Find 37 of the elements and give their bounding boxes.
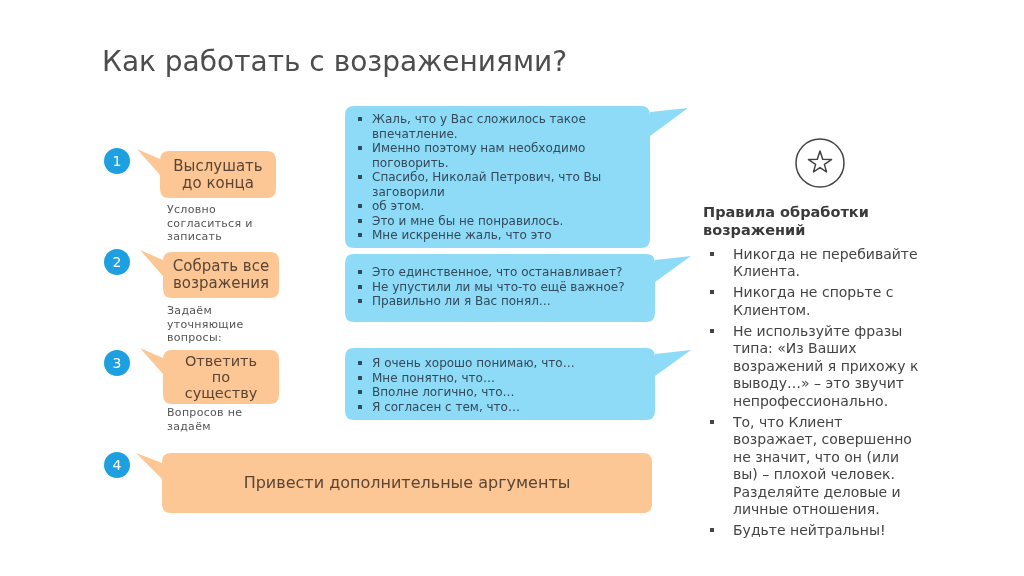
speech-bubble: [136, 453, 652, 513]
slide-title: Как работать с возражениями?: [102, 44, 568, 80]
step-number: 2: [104, 249, 130, 275]
speech-bubble: [345, 106, 688, 248]
rule-item: Будьте нейтральны!: [703, 522, 923, 540]
rule-item: Не используйте фразы типа: «Из Ваших возражений я прихожу к выводу…» – это звучит непрофессионально.: [703, 322, 923, 410]
phrase-item: Это и мне бы не понравилось.: [355, 213, 627, 228]
speech-bubble: [140, 250, 279, 298]
phrase-item: Вполне логично, что…: [355, 385, 650, 400]
step-number: 4: [104, 452, 130, 478]
step-note: Вопросов не задаём: [167, 406, 244, 433]
step-label: Ответить по существу: [183, 352, 259, 402]
step-label: Выслушать до конца: [172, 157, 264, 192]
step-label: Привести дополнительные аргументы: [243, 474, 571, 492]
rule-item: Никогда не перебивайте Клиента.: [703, 245, 923, 281]
step-number: 1: [104, 148, 130, 174]
rule-item: То, что Клиент возражает, совершенно не значит, что он (или вы) – плохой человек. Разделяйте деловые и личные отношения.: [703, 413, 923, 519]
speech-bubble: [345, 254, 691, 322]
step-note: Задаём уточняющие вопросы:: [167, 304, 245, 345]
step-number: 3: [104, 350, 130, 376]
phrase-item: Я согласен с тем, что…: [355, 399, 650, 414]
phrase-item: Не упустили ли мы что-то ещё важное?: [355, 279, 650, 294]
speech-bubble: [345, 348, 691, 420]
phrase-item: Мне понятно, что…: [355, 370, 650, 385]
speech-bubble: [140, 348, 279, 404]
rules-heading: Правила обработки возражений: [703, 203, 870, 239]
phrase-item: Это единственное, что останавливает?: [355, 265, 650, 280]
phrase-item: об этом.: [355, 199, 627, 214]
phrase-item: Я очень хорошо понимаю, что…: [355, 356, 650, 371]
rule-item: Никогда не спорьте с Клиентом.: [703, 284, 923, 319]
speech-bubble: [137, 149, 276, 198]
step-label: Собрать все возражения: [171, 258, 271, 292]
phrase-item: Мне искренне жаль, что это: [355, 228, 627, 243]
phrase-item: Правильно ли я Вас понял…: [355, 294, 650, 309]
phrase-item: Жаль, что у Вас сложилось такое впечатление.: [355, 112, 627, 141]
step-note: Условно согласиться и записать: [167, 203, 254, 244]
phrase-item: Именно поэтому нам необходимо поговорить.: [355, 141, 627, 170]
